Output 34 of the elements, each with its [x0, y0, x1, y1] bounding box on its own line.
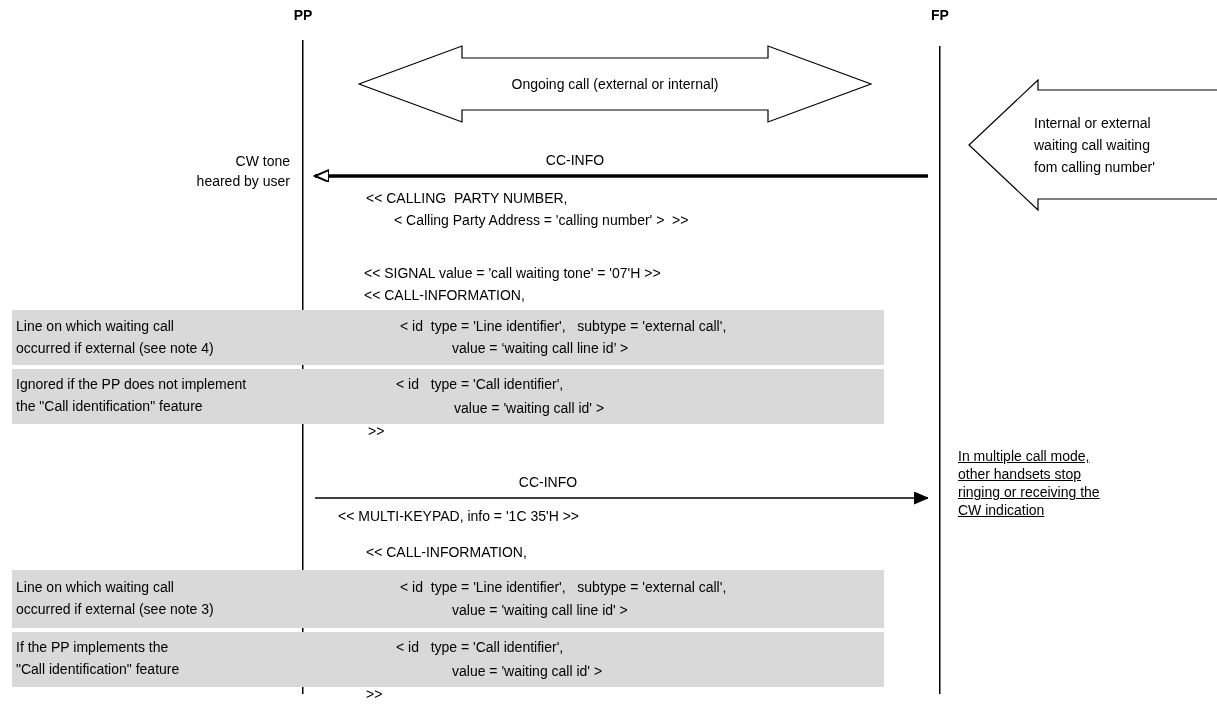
- shaded-row: [12, 310, 884, 365]
- message-element-text: << CALL-INFORMATION,: [366, 543, 527, 562]
- note-text: Line on which waiting call occurred if external (see note 4): [16, 317, 215, 358]
- shaded-row: [12, 632, 884, 687]
- note-text: Line on which waiting call occurred if external (see note 3): [16, 578, 215, 619]
- note-text: In multiple call mode, other handsets stop ringing or receiving the CW indication: [958, 447, 1101, 519]
- message-element-text: < id type = 'Call identifier',: [396, 375, 564, 394]
- double-arrow-shape: [358, 45, 872, 123]
- message-element-text: value = 'waiting call id' >: [454, 399, 605, 418]
- note-text: If the PP implements the "Call identification" feature: [16, 638, 181, 679]
- edge-label: CC-INFO: [518, 474, 578, 490]
- message-element-text: value = 'waiting call id' >: [452, 662, 603, 681]
- note-text: Ignored if the PP does not implement the "Call identification" feature: [16, 375, 248, 416]
- message-element-text: >>: [366, 685, 383, 704]
- message-element-text: << CALL-INFORMATION,: [364, 286, 525, 305]
- message-element-text: < id type = 'Line identifier', subtype = 'external call',: [400, 317, 727, 336]
- message-element-text: < id type = 'Line identifier', subtype = 'external call',: [400, 578, 727, 597]
- shaded-row: [12, 570, 884, 628]
- arrow-text: Internal or external waiting call waiting fom calling number': [1034, 115, 1155, 175]
- edge-label: CC-INFO: [545, 152, 605, 168]
- message-element-text: value = 'waiting call line id' >: [452, 601, 628, 620]
- side-note: CW tone heared by user: [195, 152, 290, 191]
- message-element-text: < Calling Party Address = 'calling number' > >>: [394, 211, 689, 230]
- message-element-text: < id type = 'Call identifier',: [396, 638, 564, 657]
- arrow-shape: [968, 79, 1217, 211]
- message-element-text: >>: [368, 422, 385, 441]
- message-arrow: [314, 169, 928, 183]
- message-element-text: << SIGNAL value = 'call waiting tone' = '07'H >>: [364, 264, 661, 283]
- message-arrow: [314, 491, 929, 505]
- message-element-text: value = ‘waiting call line id’ >: [452, 339, 629, 358]
- arrow-text: Ongoing call (external or internal): [511, 76, 719, 92]
- message-element-text: << MULTI-KEYPAD, info = '1C 35'H >>: [338, 507, 579, 526]
- shaded-row: [12, 369, 884, 424]
- message-element-text: << CALLING PARTY NUMBER,: [366, 189, 568, 208]
